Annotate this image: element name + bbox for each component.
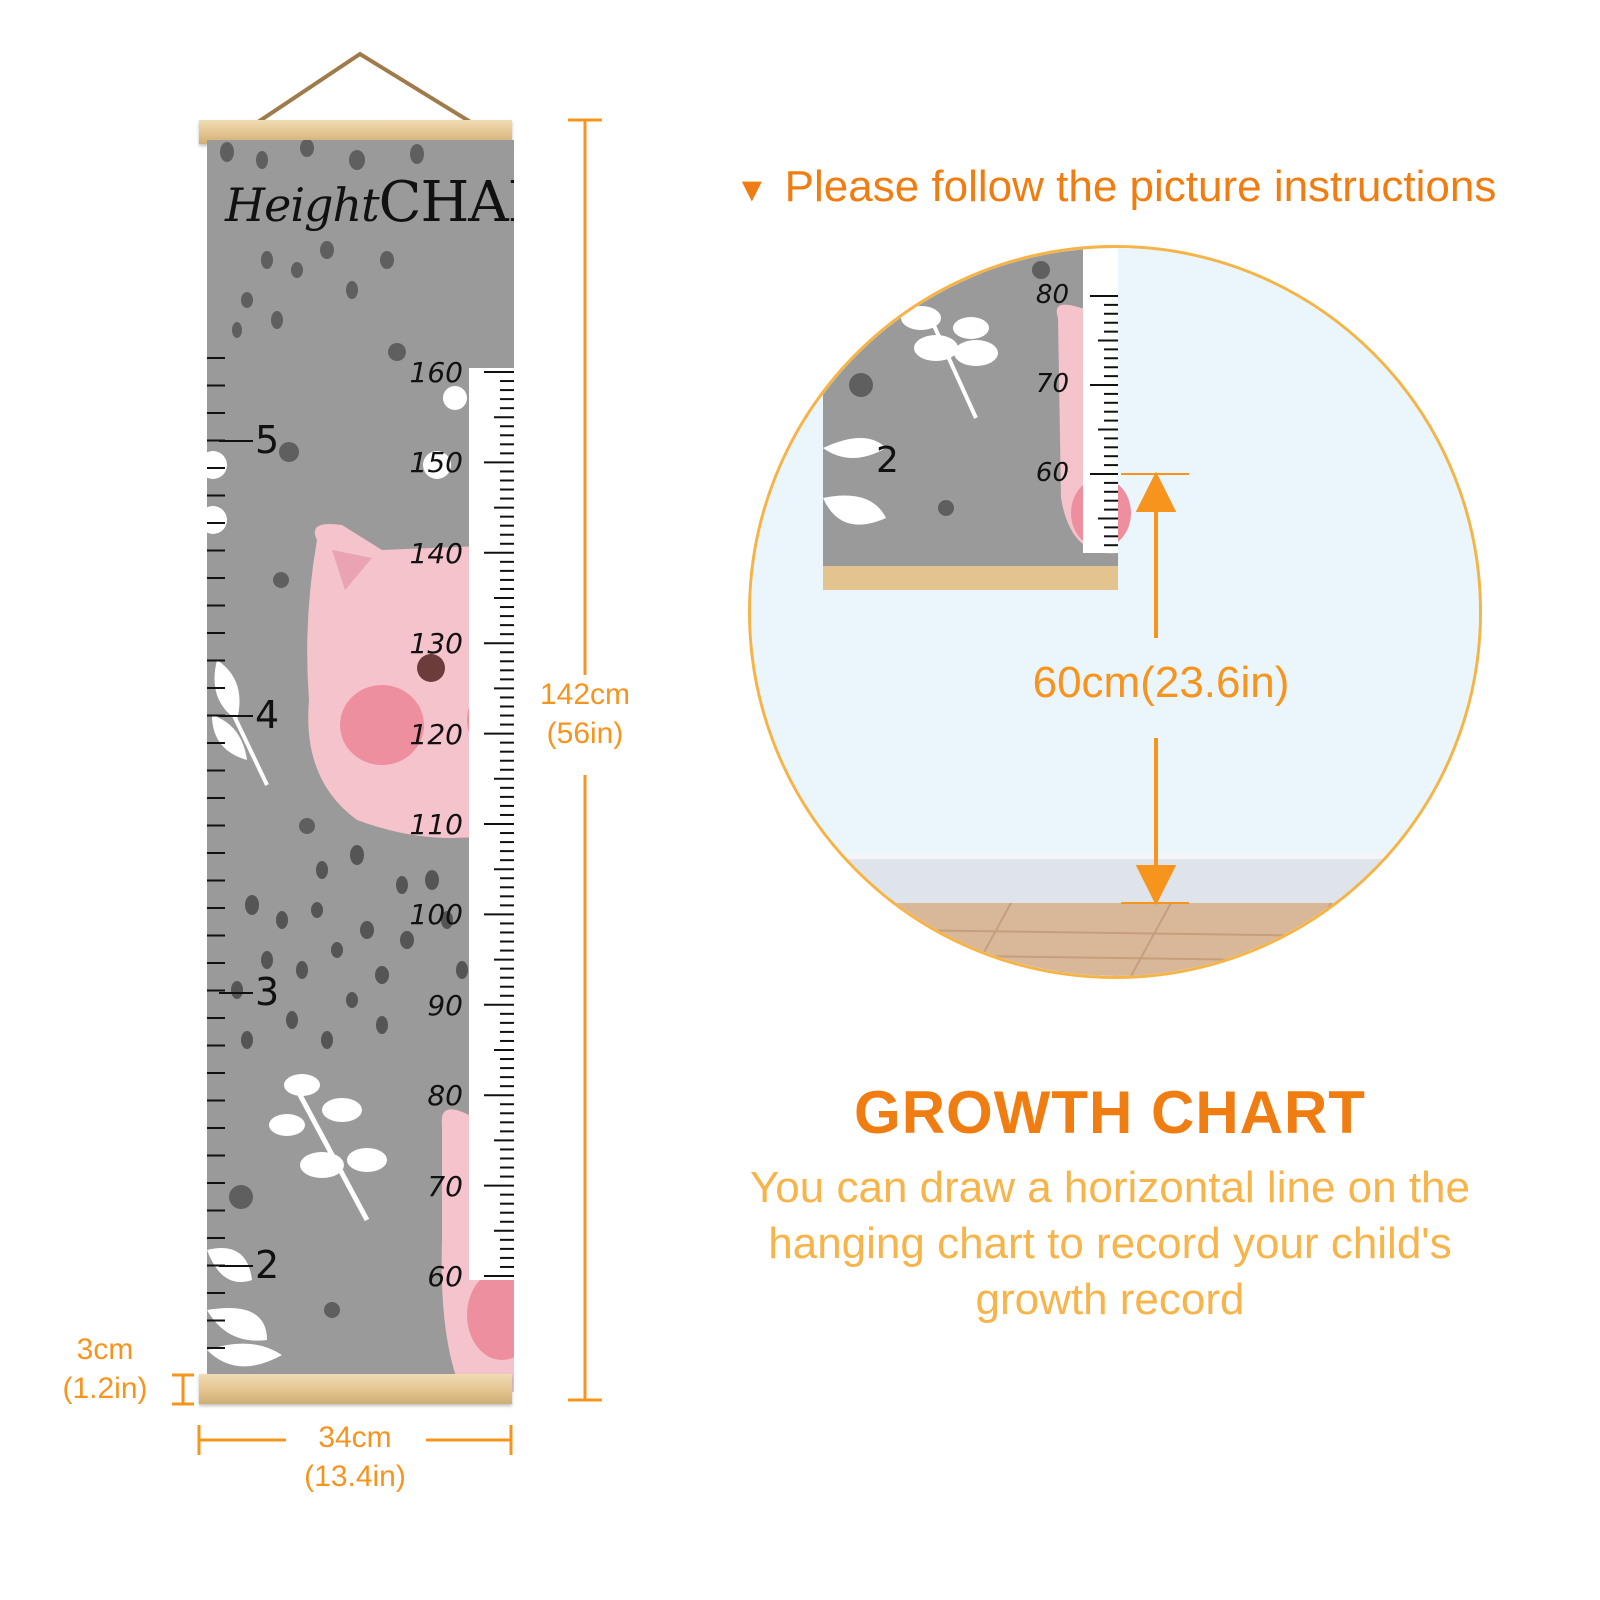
detail-cm-label: 60 <box>1035 458 1069 488</box>
height-label: 142cm (56in) <box>520 675 650 753</box>
height-chart-canvas: HeightCHART 160 150 140 130 120 110 100 90 80 70 6… <box>207 140 514 1392</box>
instructions-heading: ▼ Please follow the picture instructions <box>735 162 1496 212</box>
bar-label: 3cm (1.2in) <box>45 1330 165 1408</box>
mounting-detail-circle: 80 70 60 2 60cm(23.6in) <box>748 245 1482 979</box>
foot-major-tick <box>219 715 253 717</box>
hanging-rope <box>238 51 492 136</box>
foot-major-tick <box>219 440 253 442</box>
detail-cm-label: 80 <box>1035 280 1069 310</box>
width-label: 34cm (13.4in) <box>280 1418 430 1496</box>
instructions-heading-text: Please follow the picture instructions <box>784 162 1497 211</box>
width-dimension-line <box>197 1425 513 1455</box>
foot-label: 4 <box>255 693 280 737</box>
height-dimension-line <box>568 118 602 1402</box>
cm-label: 100 <box>409 898 463 932</box>
bar-cm-label: 3cm <box>76 1333 134 1366</box>
bottom-wood-bar <box>199 1374 512 1404</box>
foot-major-tick <box>219 992 253 994</box>
decorative-dots-middle <box>231 845 468 1049</box>
detail-ft-label: 2 <box>876 440 899 481</box>
cm-label: 90 <box>427 988 463 1022</box>
height-cm-label: 142cm <box>539 678 631 711</box>
triangle-down-icon: ▼ <box>735 171 769 209</box>
cm-label: 60 <box>427 1260 463 1293</box>
cm-tick-marks <box>484 371 514 1277</box>
foot-label: 2 <box>255 1243 280 1287</box>
bar-dimension-line <box>172 1373 194 1406</box>
cm-label: 70 <box>427 1169 463 1203</box>
chart-title-height: Height <box>225 178 380 232</box>
cm-label: 130 <box>409 627 463 661</box>
mount-height-label: 60cm(23.6in) <box>1032 658 1290 707</box>
mount-height-arrow <box>1121 471 1189 906</box>
chart-title-chart: CHART <box>378 170 514 235</box>
detail-cm-label: 70 <box>1035 369 1069 399</box>
width-cm-label: 34cm <box>318 1421 392 1454</box>
growth-chart-description: You can draw a horizontal line on the ha… <box>750 1163 1470 1324</box>
cm-label: 120 <box>409 717 463 751</box>
cm-label: 160 <box>409 356 463 389</box>
decorative-dots-top <box>220 140 424 1392</box>
mounting-detail-art <box>751 248 1479 976</box>
foot-label: 3 <box>255 970 280 1014</box>
chart-title: HeightCHART <box>225 170 514 235</box>
foot-label: 5 <box>255 418 280 462</box>
cm-label: 140 <box>409 536 463 570</box>
foot-major-tick <box>219 1265 253 1267</box>
cm-label: 80 <box>427 1079 463 1113</box>
chart-detail-piece <box>823 248 1131 590</box>
growth-chart-title: GROWTH CHART <box>854 1079 1366 1146</box>
height-chart-art <box>207 140 514 1392</box>
height-in-label: (56in) <box>546 717 624 750</box>
cm-label: 110 <box>409 808 463 841</box>
cm-label: 150 <box>409 446 463 480</box>
width-in-label: (13.4in) <box>304 1460 406 1493</box>
bar-in-label: (1.2in) <box>62 1372 148 1405</box>
